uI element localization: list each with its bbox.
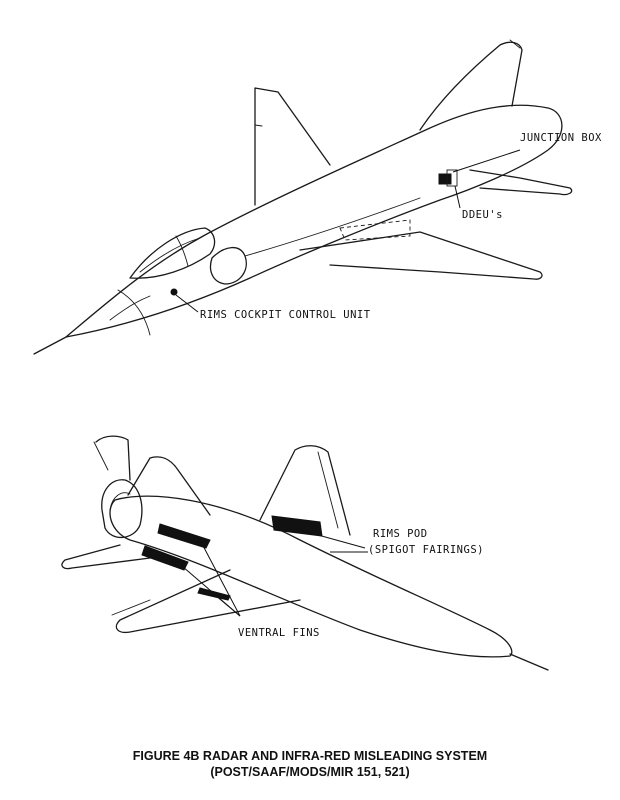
label-cockpit-control-unit: RIMS COCKPIT CONTROL UNIT: [200, 309, 371, 321]
aircraft-bottom-view: [61, 435, 549, 671]
cockpit-canopy: [129, 227, 216, 279]
figure-caption: FIGURE 4B RADAR AND INFRA-RED MISLEADING…: [0, 748, 620, 780]
air-intake: [209, 246, 247, 285]
fuselage-top: [65, 104, 563, 338]
caption-line-1: FIGURE 4B RADAR AND INFRA-RED MISLEADING…: [132, 749, 488, 763]
ventral-fin-1: [141, 545, 189, 571]
exhaust-nozzle: [101, 479, 143, 539]
rims-pod: [271, 515, 323, 537]
tail-fin-top: [419, 41, 523, 131]
aircraft-top-view: [33, 39, 573, 355]
label-junction-box: JUNCTION BOX: [520, 132, 602, 144]
tail-plane: [469, 169, 573, 196]
label-spigot-fairings: (SPIGOT FAIRINGS): [368, 544, 484, 556]
wing-upper: [254, 87, 331, 206]
wing-right: [259, 445, 351, 536]
label-ventral-fins: VENTRAL FINS: [238, 627, 320, 639]
label-ddeus: DDEU's: [462, 209, 503, 221]
label-rims-pod: RIMS POD: [373, 528, 428, 540]
cockpit-control-unit-marker: [170, 288, 178, 296]
tail-fin-bottom: [127, 456, 211, 516]
wing-lower: [299, 231, 543, 280]
caption-line-2: (POST/SAAF/MODS/MIR 151, 521): [210, 765, 410, 779]
wing-left: [115, 569, 301, 634]
ventral-fin-2: [157, 523, 211, 549]
ddeu-unit: [438, 173, 452, 185]
